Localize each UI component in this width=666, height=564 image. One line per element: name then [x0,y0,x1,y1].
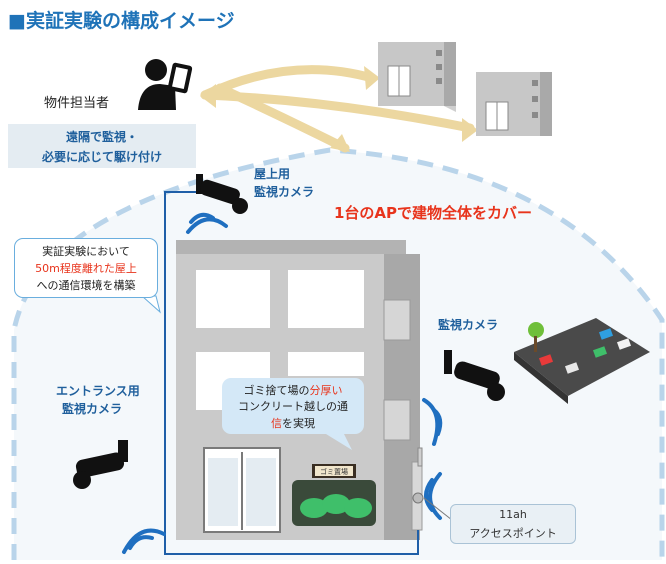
callout-mid-text-3b: を実現 [282,417,315,430]
rooftop-camera-label-1: 屋上用 [254,167,291,181]
parking-lot [514,318,650,404]
arrow-head-3 [330,134,350,152]
callout-mid-tail [326,434,352,450]
remote-monitoring-box: 遠隔で監視・ 必要に応じて駆け付け [8,124,196,168]
coverage-headline: 1台のAPで建物全体をカバー [334,204,533,222]
arrow-head-2 [462,118,478,142]
callout-mid-text-3a: 信 [271,417,282,430]
remote-line-1: 遠隔で監視・ [65,130,138,144]
monitoring-camera-icon [444,350,505,401]
access-point-icon [411,447,424,531]
callout-left-line-1: 実証実験において [42,245,130,258]
entrance-camera-icon [73,440,128,489]
entrance-camera-label-1: エントランス用 [56,384,140,398]
remote-line-2: 必要に応じて駆け付け [41,150,162,164]
callout-mid-line-2: コンクリート越しの通 [238,400,348,413]
rooftop-camera-icon [196,174,248,214]
access-point-label-1: 11ah [499,508,527,521]
wifi-waves [122,212,443,554]
callout-mid-line-1: ゴミ捨て場の分厚い [222,382,364,398]
garbage-sign-text: ゴミ置場 [320,467,348,476]
arrow-head-1 [364,66,380,90]
concrete-callout: ゴミ捨て場の分厚い コンクリート越しの通 信を実現 [222,378,364,434]
ap-leader-line [423,497,453,521]
callout-left-line-3: への通信環境を構築 [36,279,136,292]
access-point-label-box: 11ah アクセスポイント [450,504,576,544]
property-manager-icon [138,59,193,110]
access-point-label-2: アクセスポイント [469,527,557,540]
callout-left-line-2: 50m程度離れた屋上 [35,262,137,275]
main-building [176,240,420,540]
arrow-head-4 [200,84,216,108]
remote-building-1 [378,42,456,112]
callout-mid-line-3: 信を実現 [222,415,364,431]
property-manager-label: 物件担当者 [44,96,110,111]
page-title: ■実証実験の構成イメージ [8,10,235,32]
remote-building-2 [476,72,552,136]
callout-mid-text-1b: 分厚い [309,384,343,397]
rooftop-test-callout: 実証実験において 50m程度離れた屋上 への通信環境を構築 [14,238,158,298]
callout-mid-text-1a: ゴミ捨て場の [243,384,310,397]
monitoring-camera-label: 監視カメラ [438,318,499,332]
garbage-area [292,464,376,526]
network-cable [164,191,419,555]
rooftop-camera-label-2: 監視カメラ [254,185,315,199]
communication-arrows [200,65,475,153]
entrance-camera-label-2: 監視カメラ [62,402,123,416]
